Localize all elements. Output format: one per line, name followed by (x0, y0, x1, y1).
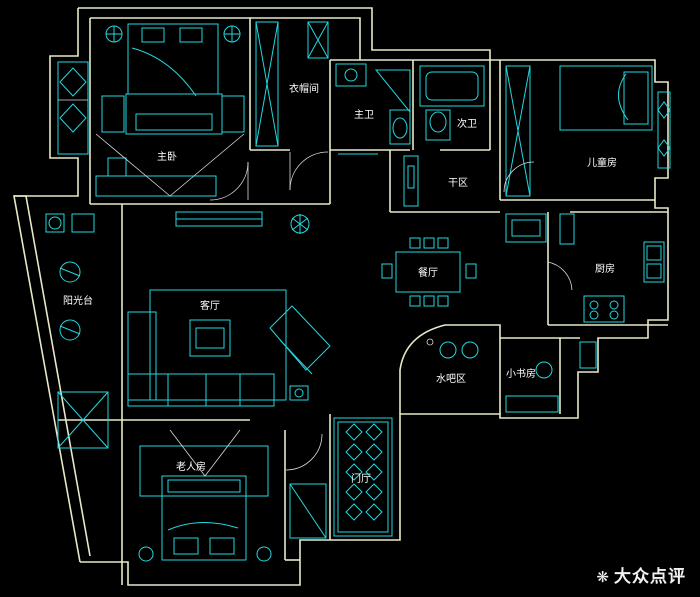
watermark: ❋大众点评 (596, 562, 686, 587)
dining-room (381, 237, 477, 307)
cloakroom (255, 21, 329, 191)
dry-area (403, 155, 419, 207)
paw-icon: ❋ (596, 568, 610, 586)
label-dry-area: 干区 (448, 177, 468, 189)
living-room (127, 211, 331, 407)
label-living-room: 客厅 (200, 299, 220, 312)
watermark-text: 大众点评 (614, 567, 686, 587)
label-kids-room: 儿童房 (587, 156, 617, 169)
sun-balcony (45, 213, 109, 449)
label-water-bar: 水吧区 (436, 373, 466, 385)
small-study (505, 341, 597, 413)
label-sun-balcony: 阳光台 (63, 294, 93, 307)
label-master-bath: 主卫 (354, 109, 374, 121)
outer-walls (13, 7, 669, 586)
master-bath (335, 63, 411, 155)
label-second-bath: 次卫 (457, 117, 477, 130)
kids-room (503, 65, 671, 197)
label-foyer: 门厅 (351, 472, 371, 485)
water-bar (426, 338, 479, 359)
label-master-bedroom: 主卧 (157, 150, 177, 163)
label-elder-room: 老人房 (176, 460, 206, 473)
foyer (333, 417, 393, 537)
label-small-study: 小书房 (506, 367, 536, 380)
second-bath (419, 65, 485, 141)
kitchen (505, 213, 665, 323)
label-kitchen: 厨房 (595, 262, 615, 275)
label-dining-room: 餐厅 (418, 266, 438, 279)
elder-room (138, 429, 327, 562)
master-bedroom (57, 23, 249, 201)
room-labels: 主卧 衣帽间 主卫 次卫 干区 儿童房 客厅 餐厅 厨房 阳光台 水吧区 小书房… (63, 82, 617, 485)
label-cloakroom: 衣帽间 (289, 82, 319, 95)
inner-walls (58, 17, 668, 585)
